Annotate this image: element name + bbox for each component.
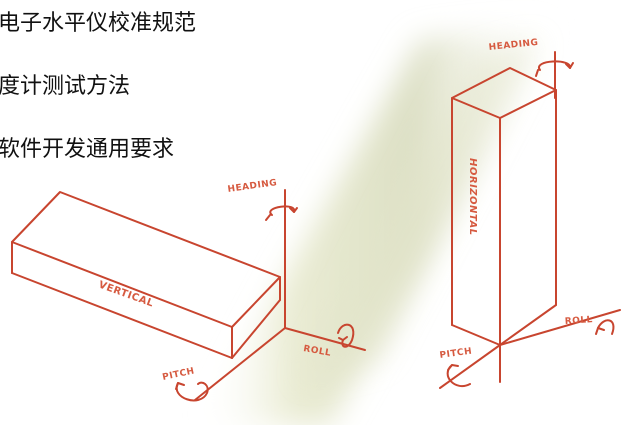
right-roll-rotate-icon [595, 319, 615, 335]
text-line-2: 度计测试方法 [0, 74, 131, 99]
right-roll-axis [499, 309, 621, 346]
vertical-box [11, 191, 281, 359]
left-pitch-label: PITCH [162, 366, 196, 383]
text-line-3: 软件开发通用要求 [0, 137, 175, 162]
right-box-label: HORIZONTAL [467, 158, 478, 236]
right-pitch-rotate-icon [446, 364, 471, 387]
right-pitch-label: PITCH [439, 347, 473, 361]
left-roll-label: ROLL [302, 344, 331, 359]
right-figure: HEADING ROLL PITCH HORIZONTAL [439, 38, 621, 389]
left-pitch-rotate-icon [175, 381, 209, 402]
left-pitch-axis [194, 327, 286, 401]
left-figure: HEADING ROLL PITCH VERTICAL [11, 178, 366, 402]
left-heading-label: HEADING [227, 178, 278, 195]
right-roll-label: ROLL [565, 315, 594, 327]
text-line-1: 电子水平仪校准规范 [0, 11, 197, 36]
left-roll-axis [284, 327, 366, 351]
right-heading-label: HEADING [488, 38, 539, 53]
left-heading-rotate-icon [265, 205, 298, 221]
left-roll-rotate-icon [337, 323, 355, 348]
right-heading-rotate-icon [535, 60, 574, 77]
